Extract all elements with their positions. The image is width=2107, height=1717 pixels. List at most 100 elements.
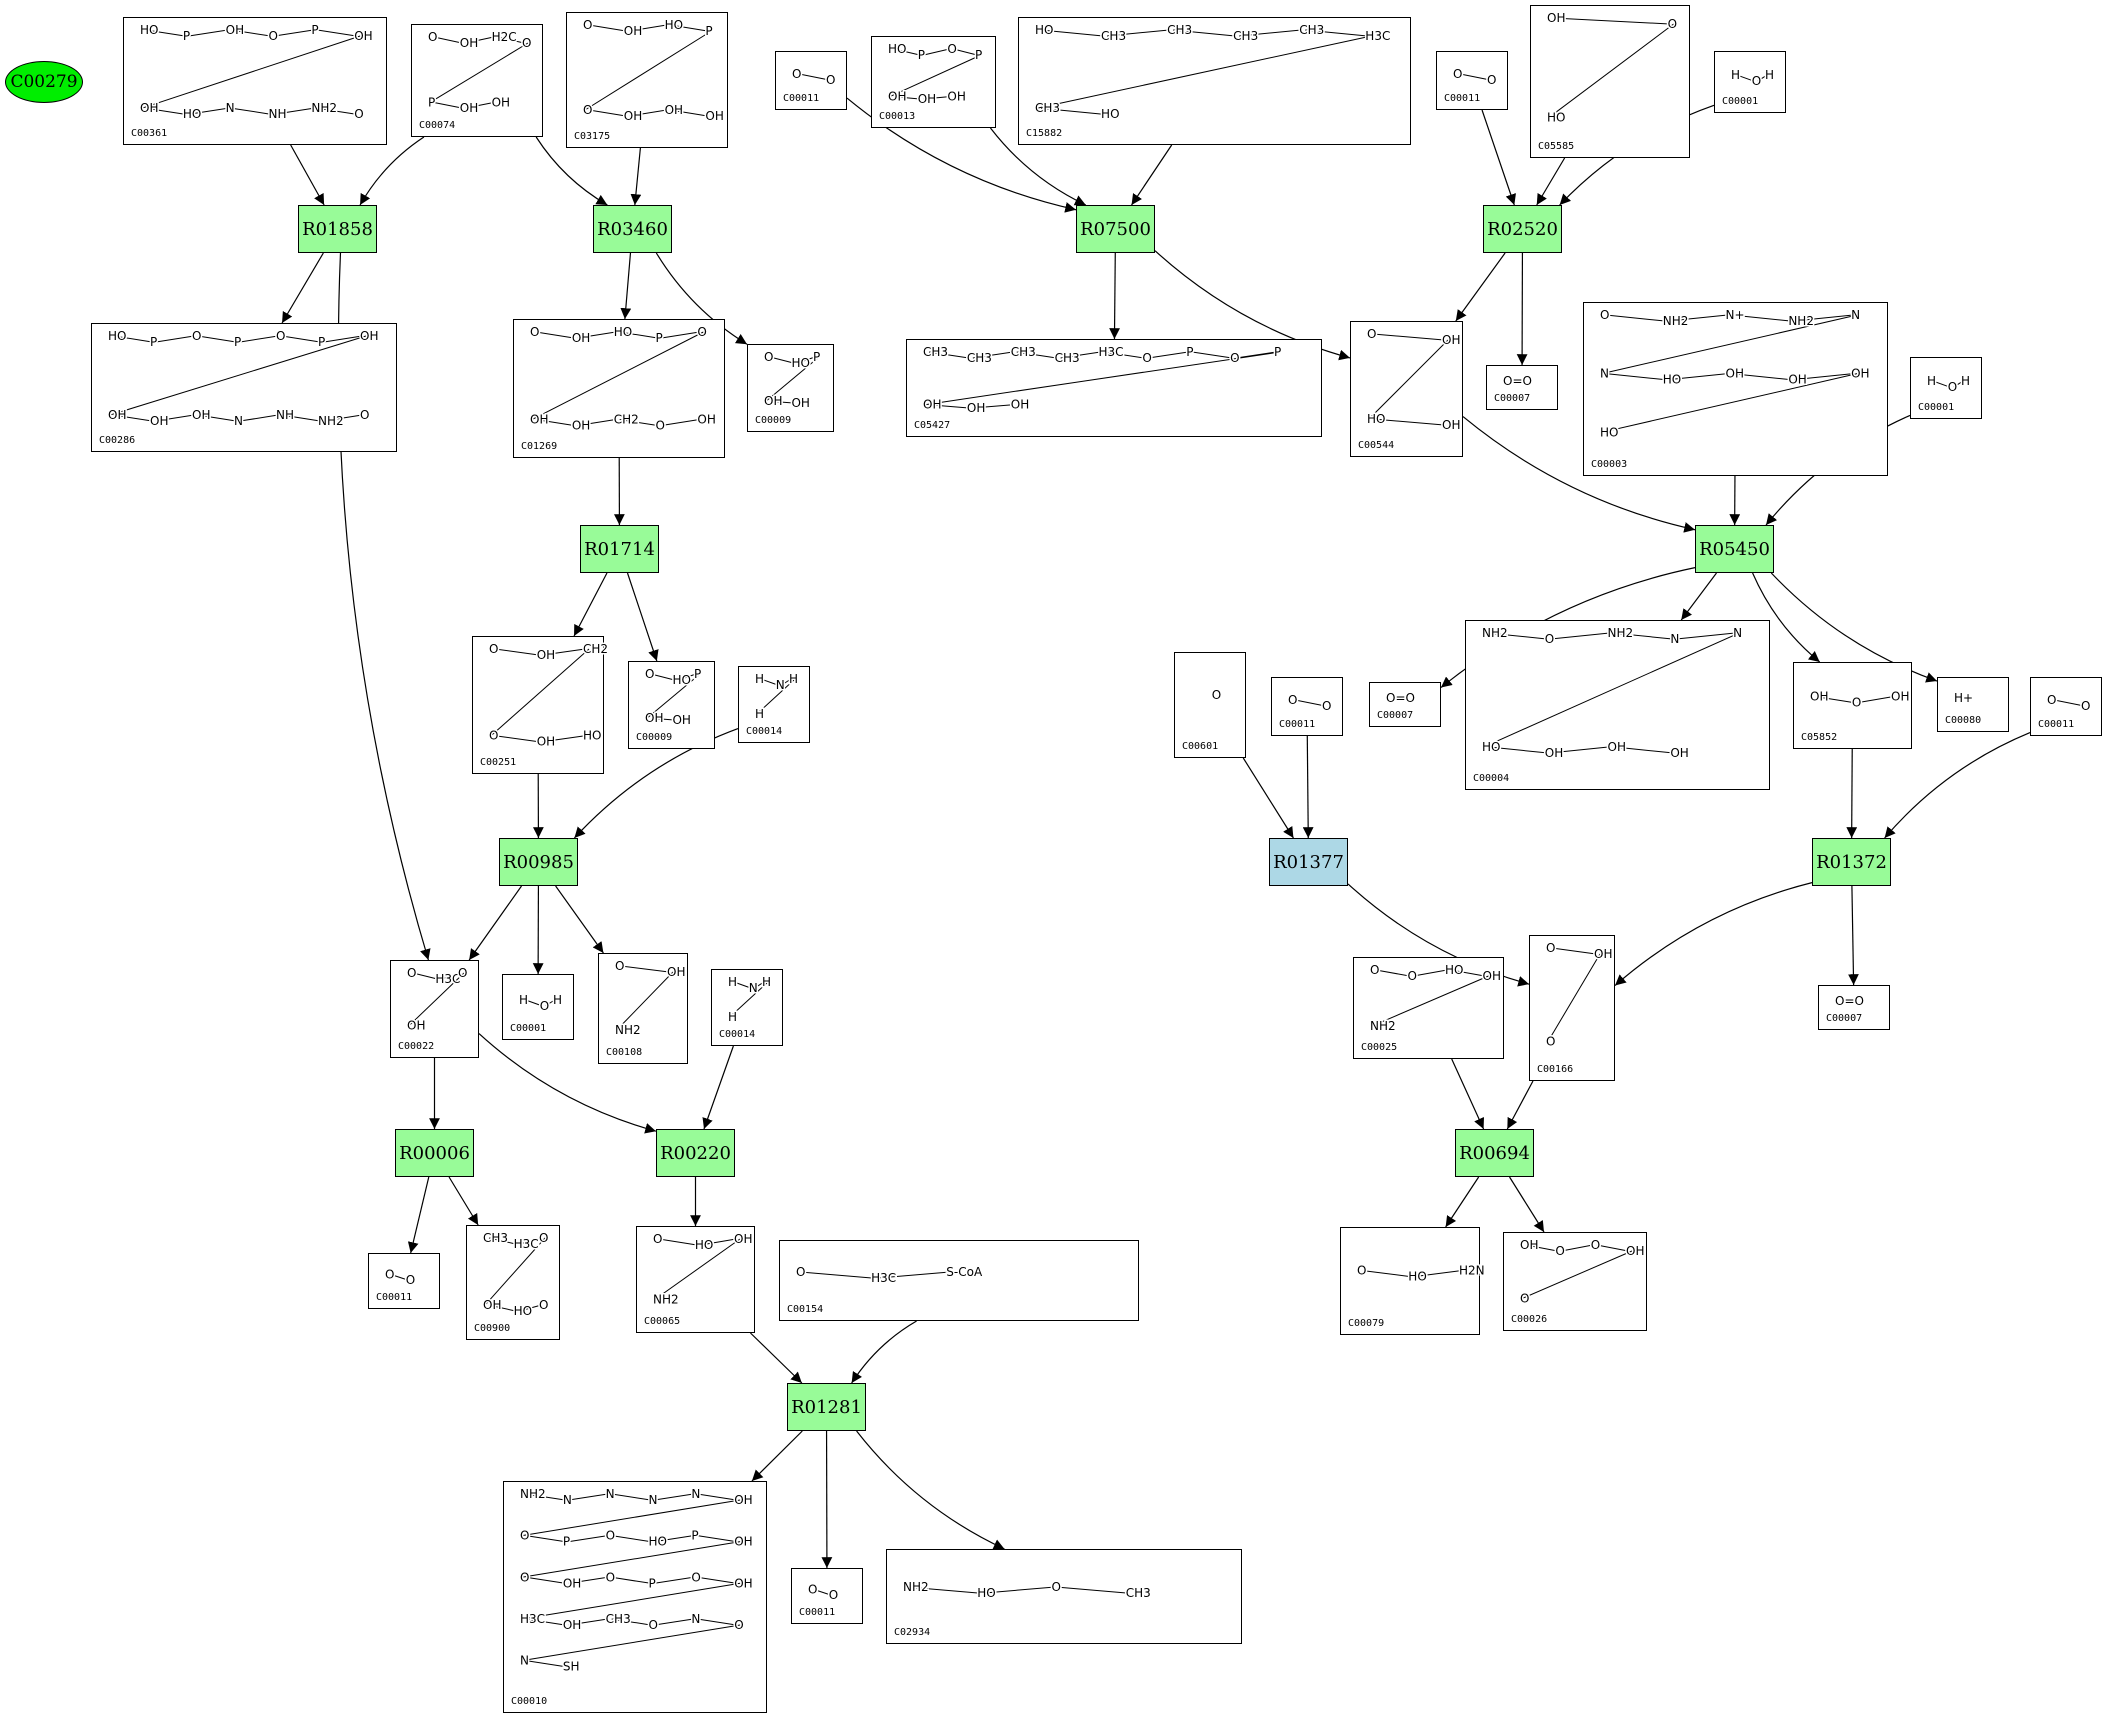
atom-label: NH xyxy=(269,107,287,121)
bond xyxy=(670,24,708,32)
reaction-R07500[interactable]: R07500 xyxy=(1076,205,1155,253)
bond xyxy=(239,335,279,343)
reaction-R02520[interactable]: R02520 xyxy=(1483,205,1562,253)
compound-id: C00001 xyxy=(1722,96,1759,107)
reaction-R00985[interactable]: R00985 xyxy=(499,838,578,886)
atom-label: HO xyxy=(977,1586,995,1600)
bond xyxy=(1550,632,1610,640)
reaction-R00694[interactable]: R00694 xyxy=(1455,1129,1534,1177)
atom-label: HO xyxy=(1367,412,1385,426)
compound-id: C00074 xyxy=(419,120,456,131)
reaction-R01714[interactable]: R01714 xyxy=(580,525,659,573)
reaction-R01377[interactable]: R01377 xyxy=(1269,838,1348,886)
compound-id: C00022 xyxy=(398,1041,435,1052)
atom-label: O xyxy=(1852,696,1861,710)
atom-label: N xyxy=(563,1493,572,1507)
bond xyxy=(877,1271,949,1279)
bond xyxy=(412,972,438,980)
reaction-R00220[interactable]: R00220 xyxy=(656,1129,735,1177)
compound-C00080[interactable]: H+C00080 xyxy=(1937,677,2009,732)
atom-label: OH xyxy=(1442,333,1460,347)
reaction-R01281[interactable]: R01281 xyxy=(787,1383,866,1431)
reaction-R05450[interactable]: R05450 xyxy=(1695,525,1774,573)
reaction-R03460[interactable]: R03460 xyxy=(593,205,672,253)
atom-label: O xyxy=(522,36,531,50)
bond xyxy=(1794,373,1854,381)
bond xyxy=(1173,29,1236,37)
atom-label: OH xyxy=(1547,11,1565,25)
compound-id: C00007 xyxy=(1494,393,1531,404)
root-compound-node[interactable]: C00279 xyxy=(5,61,83,103)
atom-label: HO xyxy=(1408,1270,1426,1284)
atom-label: HO xyxy=(1482,740,1500,754)
atom-label: OH xyxy=(492,95,510,109)
bond xyxy=(1601,314,1858,375)
edge-R03460-C01269 xyxy=(620,252,632,320)
reaction-R00006[interactable]: R00006 xyxy=(395,1129,474,1177)
edge-C00025-R00694 xyxy=(1451,1058,1485,1130)
edge-R00694-C00026 xyxy=(1509,1176,1545,1233)
atom-label: O xyxy=(1230,351,1239,365)
bond xyxy=(1372,418,1445,426)
atom-label: HO xyxy=(514,1304,532,1318)
bond xyxy=(893,96,920,100)
bond xyxy=(577,331,616,339)
atom-label: O xyxy=(796,1265,805,1279)
bond xyxy=(525,1576,565,1584)
atom-label: NH2 xyxy=(318,414,344,428)
bond xyxy=(769,400,794,404)
bond xyxy=(1757,74,1768,82)
atom-label: OH xyxy=(1810,690,1828,704)
atom-label: H xyxy=(1961,374,1970,388)
atom-label: H2N xyxy=(1459,1264,1485,1278)
atom-label: SH xyxy=(563,1660,580,1674)
reaction-R01372[interactable]: R01372 xyxy=(1812,838,1891,886)
reaction-R01858[interactable]: R01858 xyxy=(298,205,377,253)
